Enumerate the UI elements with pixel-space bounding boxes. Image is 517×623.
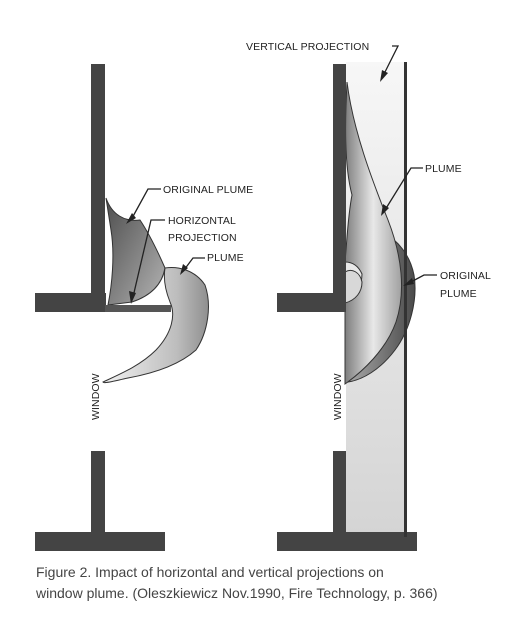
left-diagram: ORIGINAL PLUME HORIZONTAL PROJECTION PLU… [35,64,253,551]
leader-right-plume [384,167,423,211]
leader-left-plume [183,257,205,271]
label-left-window: WINDOW [90,373,102,420]
left-base-slab [35,532,165,551]
plume-diagram: ORIGINAL PLUME HORIZONTAL PROJECTION PLU… [35,41,491,551]
caption-line-1: Figure 2. Impact of horizontal and verti… [36,564,384,580]
figure-caption: Figure 2. Impact of horizontal and verti… [36,562,506,604]
right-wall-upper [333,64,346,312]
right-projection-edge [404,62,407,537]
right-diagram: VERTICAL PROJECTION PLUME ORIGINAL PLUME… [246,41,491,551]
leader-right-original-plume [408,274,437,284]
leader-horizontal-projection-arrow [129,291,136,304]
right-wall-lower [333,451,346,537]
left-horizontal-projection [105,305,171,312]
right-floor-slab [277,293,346,312]
right-plume-bubble [344,269,363,304]
label-right-window: WINDOW [332,373,344,420]
left-floor-slab [35,293,106,312]
leader-vertical-projection-arrow [380,70,388,82]
caption-line-2: window plume. (Oleszkiewicz Nov.1990, Fi… [36,585,438,601]
left-plume [102,267,209,384]
leader-original-plume-arrow [126,213,136,224]
leader-original-plume [130,188,161,221]
leader-right-plume-arrow [381,204,389,216]
label-original-plume: ORIGINAL PLUME [163,184,253,196]
leader-right-original-plume-arrow [403,278,414,286]
label-right-plume: PLUME [425,163,462,175]
left-wall-upper [91,64,105,312]
label-right-original-plume-1: ORIGINAL [440,270,491,282]
label-left-plume: PLUME [207,252,244,264]
leader-left-plume-arrow [180,264,188,275]
label-vertical-projection: VERTICAL PROJECTION [246,41,369,53]
leader-horizontal-projection [132,219,165,298]
label-horizontal-projection-2: PROJECTION [168,232,237,244]
label-horizontal-projection-1: HORIZONTAL [168,215,236,227]
left-wall-lower [91,451,105,537]
leader-vertical-projection [382,45,400,77]
right-base-slab [277,532,417,551]
label-right-original-plume-2: PLUME [440,288,477,300]
